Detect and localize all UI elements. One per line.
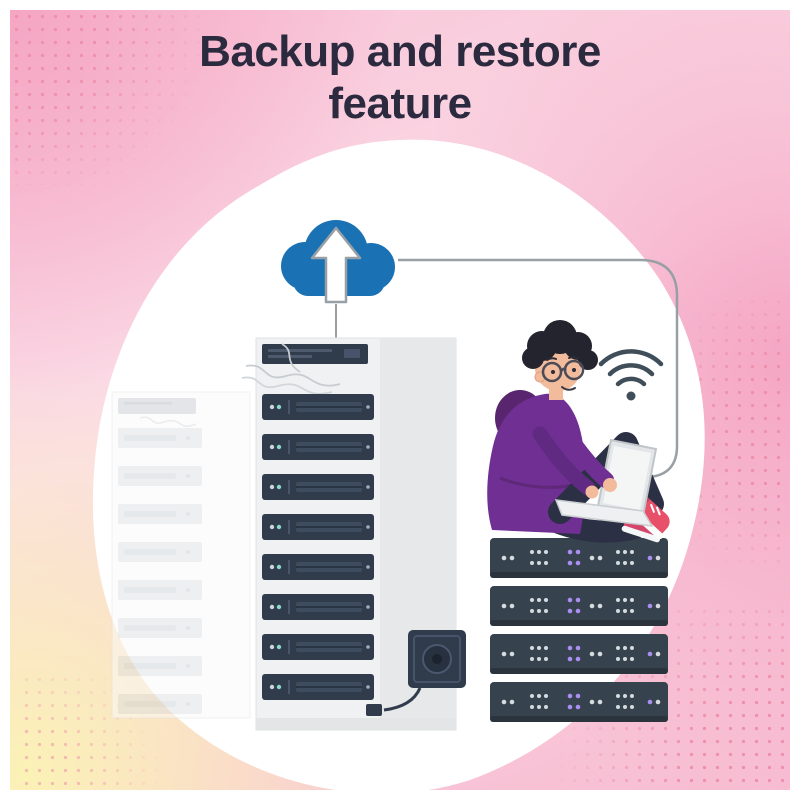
wifi-icon xyxy=(598,349,664,401)
hand-back xyxy=(585,485,599,499)
hair xyxy=(522,320,598,370)
title-line-2: feature xyxy=(328,78,472,128)
hand-front xyxy=(603,478,617,492)
upload-arrow-icon xyxy=(310,226,362,304)
eye-right xyxy=(572,368,576,372)
title-line-1: Backup and restore xyxy=(199,27,601,76)
eye-left xyxy=(551,370,555,374)
glasses-icon xyxy=(541,359,585,383)
halftone-dots-top-left xyxy=(10,10,205,185)
server-tower-faded xyxy=(111,391,251,719)
person-with-laptop xyxy=(487,320,670,543)
fan-unit-icon xyxy=(366,630,466,716)
mouth xyxy=(561,386,576,391)
cloud-upload-icon xyxy=(281,220,395,340)
arm-front xyxy=(552,414,614,488)
arm-back xyxy=(532,426,596,496)
laptop xyxy=(554,438,658,527)
